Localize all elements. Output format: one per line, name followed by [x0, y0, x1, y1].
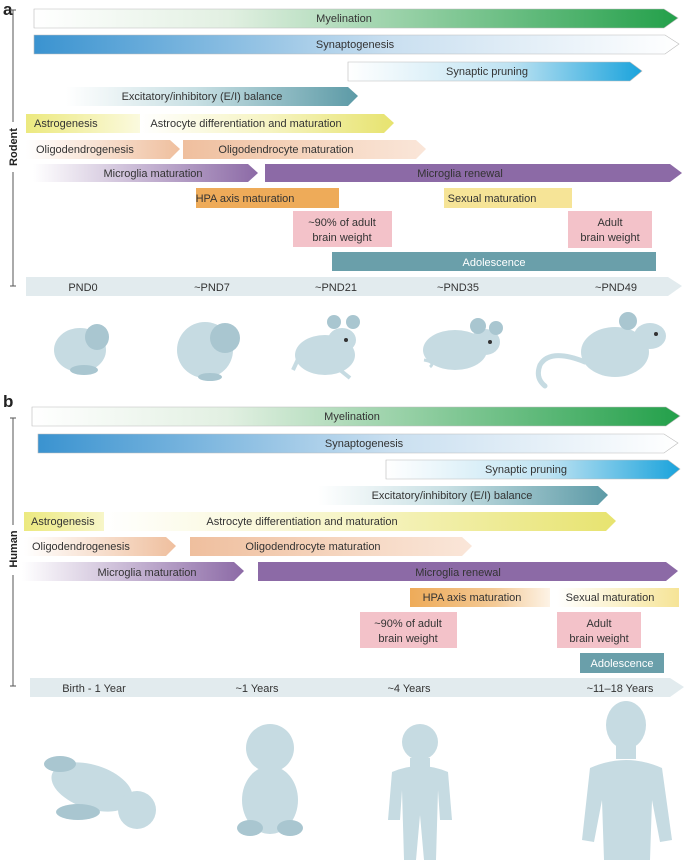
bar-label: Myelination	[324, 411, 380, 423]
bar-label: Microglia maturation	[97, 567, 196, 579]
box-adult-brain-weight-rodent: Adult brain weight	[568, 211, 652, 248]
bar-sexual-maturation-human: Sexual maturation	[557, 588, 679, 607]
box-90pct-brain-weight-rodent: ~90% of adult brain weight	[293, 211, 392, 247]
pnd49-adult-mouse-illustration	[535, 312, 666, 389]
tick-label: ~PND21	[315, 282, 357, 294]
timeline-rodent: PND0 ~PND7 ~PND21 ~PND35 ~PND49	[26, 277, 682, 296]
bar-astrogenesis-human: Astrogenesis	[24, 512, 130, 531]
bar-label: Synaptic pruning	[446, 66, 528, 78]
bar-microglia-renewal-rodent: Microglia renewal	[265, 164, 682, 182]
infant-illustration	[44, 756, 156, 829]
bar-label: Synaptogenesis	[316, 39, 395, 51]
pnd21-mouse-illustration	[291, 315, 360, 380]
bar-label: HPA axis maturation	[423, 592, 522, 604]
svg-text:brain weight: brain weight	[569, 633, 628, 645]
adult-illustration	[582, 701, 672, 860]
bar-label: Microglia maturation	[103, 168, 202, 180]
bar-oligo-maturation-rodent: Oligodendrocyte maturation	[183, 140, 426, 159]
svg-text:Adult: Adult	[586, 618, 611, 630]
bar-synaptic-pruning-human: Synaptic pruning	[385, 459, 681, 480]
bar-label: Synaptic pruning	[485, 464, 567, 476]
child-illustration	[388, 724, 452, 860]
box-adult-brain-weight-human: Adult brain weight	[557, 612, 641, 648]
bar-label: Adolescence	[591, 658, 654, 670]
bar-label: Oligodendrogenesis	[32, 541, 130, 553]
bar-astrogenesis-rodent: Astrogenesis	[26, 114, 142, 133]
bar-sexual-maturation-rodent: Sexual maturation	[444, 188, 572, 208]
tick-label: Birth - 1 Year	[62, 683, 126, 695]
bar-myelination-human: Myelination	[31, 406, 681, 427]
rodent-side-label: Rodent	[8, 128, 20, 166]
tick-label: ~11–18 Years	[587, 683, 654, 695]
tick-label: ~PND35	[437, 282, 479, 294]
bar-microglia-maturation-human: Microglia maturation	[22, 562, 244, 581]
bar-oligo-maturation-human: Oligodendrocyte maturation	[190, 537, 472, 556]
bar-oligodendrogenesis-human: Oligodendrogenesis	[24, 537, 176, 556]
pnd35-mouse-illustration	[423, 318, 503, 370]
bar-label: Oligodendrogenesis	[36, 144, 134, 156]
box-90pct-brain-weight-human: ~90% of adult brain weight	[360, 612, 457, 648]
toddler-illustration	[237, 724, 303, 836]
bar-label: Astrocyte differentiation and maturation	[150, 118, 341, 130]
bar-oligodendrogenesis-rodent: Oligodendrogenesis	[26, 140, 180, 159]
tick-label: ~4 Years	[387, 683, 431, 695]
bar-synaptogenesis-human: Synaptogenesis	[37, 433, 679, 454]
bar-label: Oligodendrocyte maturation	[245, 541, 380, 553]
panel-b-letter: b	[3, 392, 13, 411]
bar-myelination-rodent: Myelination	[33, 8, 679, 29]
bar-label: Astrocyte differentiation and maturation	[206, 516, 397, 528]
svg-text:brain weight: brain weight	[378, 633, 437, 645]
bar-synaptic-pruning-rodent: Synaptic pruning	[347, 61, 643, 82]
bar-label: Excitatory/inhibitory (E/I) balance	[372, 490, 533, 502]
bar-label: Sexual maturation	[566, 592, 655, 604]
timeline-human: Birth - 1 Year ~1 Years ~4 Years ~11–18 …	[30, 678, 684, 697]
bar-label: Microglia renewal	[417, 168, 503, 180]
bar-synaptogenesis-rodent: Synaptogenesis	[33, 34, 680, 55]
tick-label: PND0	[68, 282, 97, 294]
human-side-bracket: Human	[3, 417, 23, 687]
bar-hpa-axis-rodent: HPA axis maturation	[196, 188, 339, 208]
human-side-label: Human	[8, 530, 20, 568]
bar-ei-balance-human: Excitatory/inhibitory (E/I) balance	[318, 486, 608, 505]
panel-a-letter: a	[3, 0, 13, 19]
bar-adolescence-rodent: Adolescence	[332, 252, 656, 271]
tick-label: ~PND49	[595, 282, 637, 294]
bar-label: Oligodendrocyte maturation	[218, 144, 353, 156]
bar-label: Astrogenesis	[34, 118, 98, 130]
bar-microglia-maturation-rodent: Microglia maturation	[33, 164, 258, 182]
bar-label: Adolescence	[463, 257, 526, 269]
newborn-pup-illustration	[54, 324, 109, 375]
rodent-side-bracket: Rodent	[3, 9, 23, 287]
pnd7-pup-illustration	[177, 322, 240, 381]
bar-label: HPA axis maturation	[196, 193, 295, 205]
bar-label: Excitatory/inhibitory (E/I) balance	[122, 91, 283, 103]
bar-astrocyte-diff-human: Astrocyte differentiation and maturation	[104, 512, 616, 531]
bar-astrocyte-diff-rodent: Astrocyte differentiation and maturation	[140, 114, 394, 133]
bar-microglia-renewal-human: Microglia renewal	[258, 562, 678, 581]
bar-hpa-axis-human: HPA axis maturation	[410, 588, 550, 607]
svg-text:~90% of adult: ~90% of adult	[374, 618, 442, 630]
tick-label: ~1 Years	[235, 683, 279, 695]
tick-label: ~PND7	[194, 282, 230, 294]
svg-text:brain weight: brain weight	[580, 232, 639, 244]
bar-label: Sexual maturation	[448, 193, 537, 205]
bar-label: Myelination	[316, 13, 372, 25]
svg-text:~90% of adult: ~90% of adult	[308, 217, 376, 229]
bar-ei-balance-rodent: Excitatory/inhibitory (E/I) balance	[66, 87, 358, 106]
bar-adolescence-human: Adolescence	[580, 653, 664, 673]
bar-label: Astrogenesis	[31, 516, 95, 528]
bar-label: Microglia renewal	[415, 567, 501, 579]
bar-label: Synaptogenesis	[325, 438, 404, 450]
svg-text:Adult: Adult	[597, 217, 622, 229]
svg-text:brain weight: brain weight	[312, 232, 371, 244]
